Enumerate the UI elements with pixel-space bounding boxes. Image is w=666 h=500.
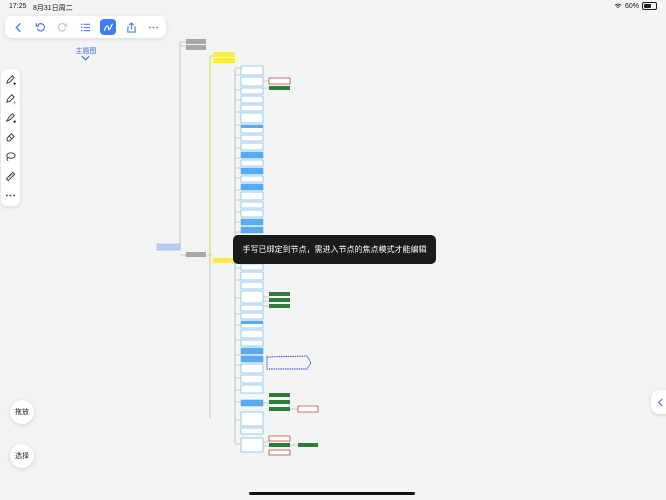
more-icon[interactable] [145,19,161,35]
gray-node[interactable] [186,45,206,50]
handwriting-node[interactable] [266,355,312,370]
gray-node[interactable] [186,39,206,44]
right-panel-toggle[interactable] [651,390,666,414]
battery-icon [642,2,657,10]
home-indicator[interactable] [249,492,415,495]
drawing-tools-panel [1,69,20,206]
undo-icon[interactable] [32,19,48,35]
red-nodes[interactable] [268,77,319,456]
yellow-node[interactable] [213,52,235,57]
root-node[interactable] [156,243,181,251]
wifi-icon [614,3,622,9]
marker-icon[interactable] [4,92,17,105]
pen-icon[interactable] [4,73,17,86]
mindmap-connectors [179,41,241,445]
back-icon[interactable] [10,19,26,35]
map-title[interactable]: 主题图 [75,48,97,55]
chevron-left-icon [657,397,663,407]
share-icon[interactable] [123,19,139,35]
outline-list-icon[interactable] [77,19,93,35]
yellow-node[interactable] [213,58,235,63]
zoom-button[interactable]: 拖放 [10,400,34,424]
yellow-node[interactable] [213,258,233,263]
side-connectors [263,80,298,447]
status-date: 8月31日周二 [33,5,73,12]
status-time: 17:25 [9,3,27,10]
lasso-icon[interactable] [4,150,17,163]
status-right: 60% [614,2,657,10]
gray-node[interactable] [186,252,206,257]
handwriting-icon[interactable] [100,19,116,35]
chevron-down-icon[interactable] [81,55,90,61]
redo-icon[interactable] [54,19,70,35]
more-icon[interactable] [4,189,17,202]
eraser-icon[interactable] [4,130,17,143]
highlighter-icon[interactable] [4,111,17,124]
top-toolbar [5,16,166,38]
status-bar: 17:25 8月31日周二 60% [0,0,666,12]
toast-message: 手写已绑定到节点，需进入节点的焦点模式才能编辑 [233,235,436,264]
ruler-icon[interactable] [4,170,17,183]
green-nodes[interactable] [269,86,318,447]
battery-percent: 60% [624,2,639,10]
blue-filled-nodes[interactable] [241,125,263,406]
select-button[interactable]: 选择 [10,444,34,468]
